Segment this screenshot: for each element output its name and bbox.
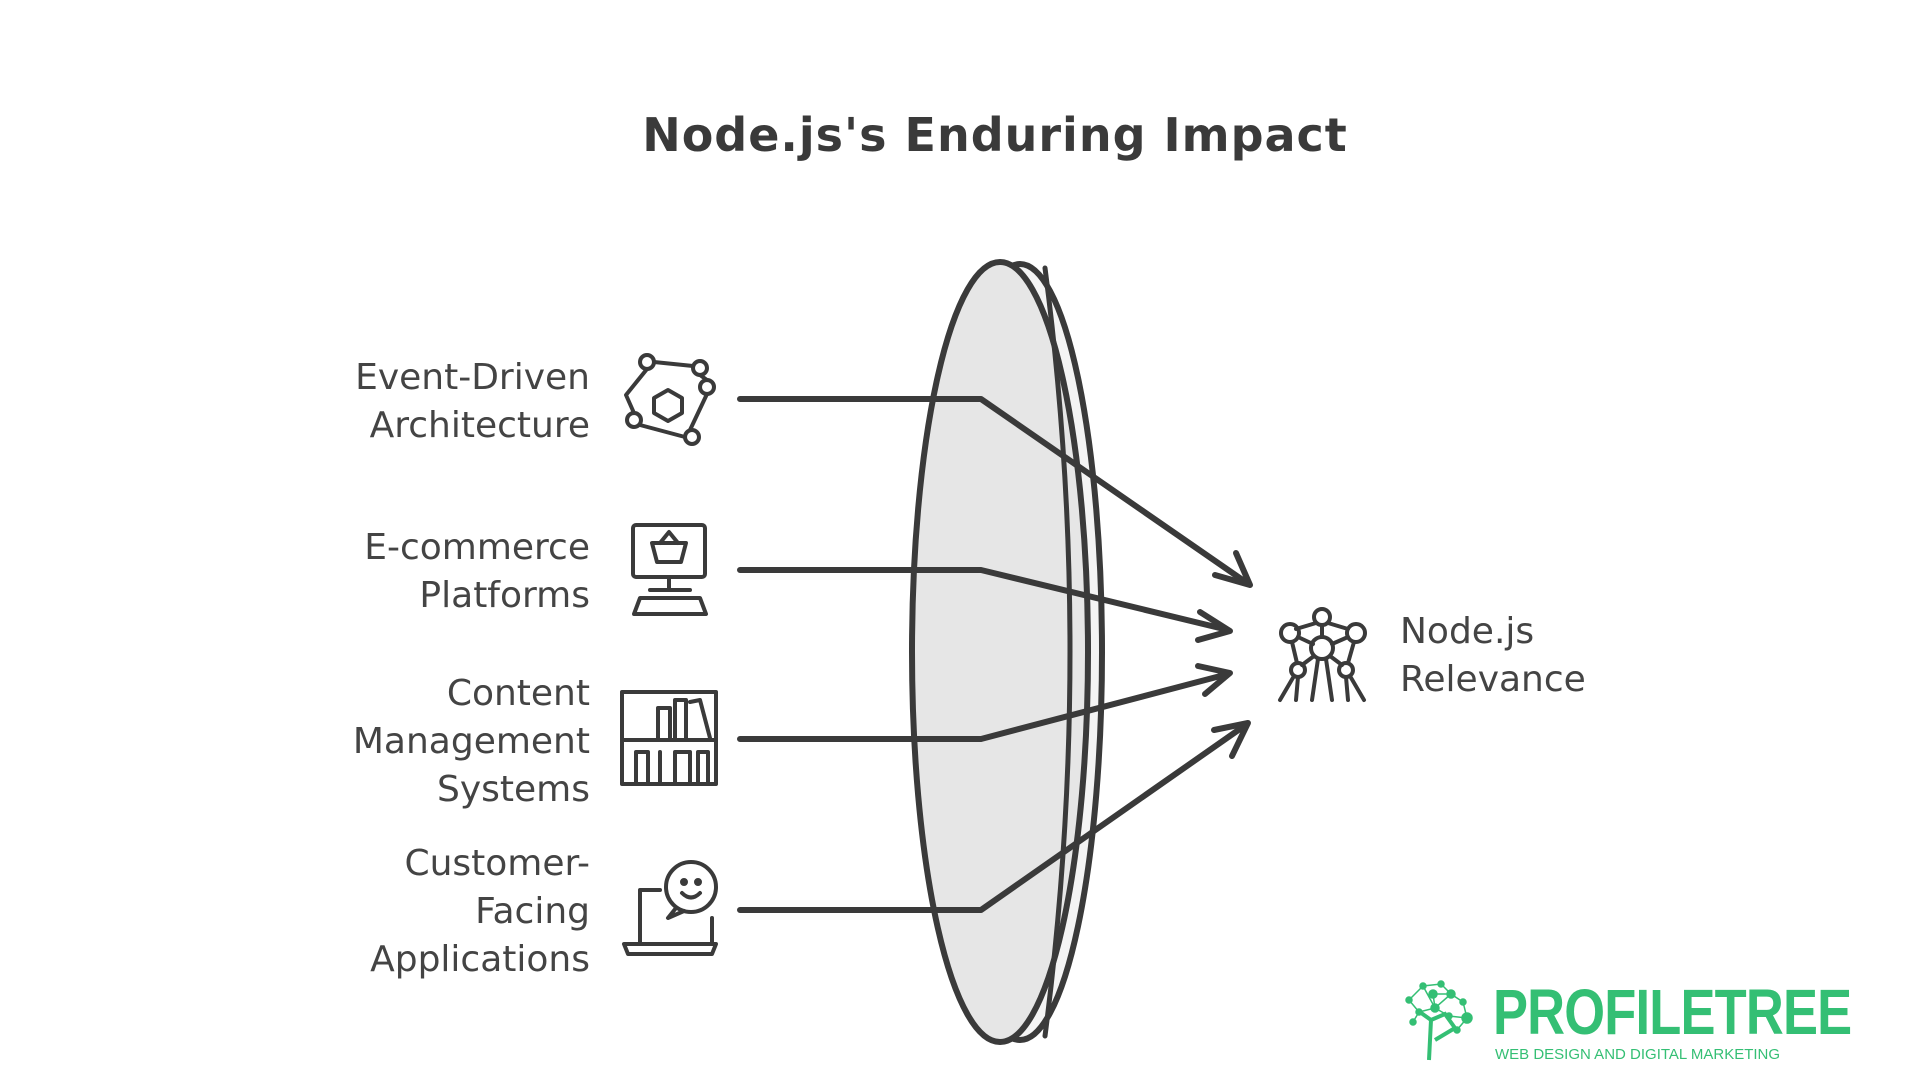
arrows	[737, 396, 1253, 913]
label-line: Relevance	[1400, 659, 1586, 700]
label-line: Node.js	[1400, 611, 1535, 652]
input-label-event-driven-architecture: Event-Driven Architecture	[355, 354, 590, 450]
label-line: Event-Driven	[355, 357, 590, 398]
logo-tagline: WEB DESIGN AND DIGITAL MARKETING	[1495, 1046, 1781, 1063]
label-line: Systems	[437, 769, 590, 810]
label-line: Architecture	[369, 405, 590, 446]
lens-icon	[909, 259, 1105, 1045]
output-label-nodejs-relevance: Node.js Relevance	[1400, 608, 1586, 704]
computer-shopping-basket-icon	[631, 523, 708, 616]
arrow-customer	[737, 721, 1250, 913]
label-line: Platforms	[419, 575, 590, 616]
tree-network-icon	[1405, 980, 1473, 1061]
diagram-title: Node.js's Enduring Impact	[642, 108, 1348, 162]
atomium-structure-icon	[1278, 607, 1367, 702]
label-line: Applications	[370, 939, 590, 980]
logo-name: PROFILETREE	[1493, 976, 1852, 1048]
profiletree-logo: PROFILETREE WEB DESIGN AND DIGITAL MARKE…	[1405, 980, 1852, 1066]
label-line: Content	[446, 673, 590, 714]
label-line: Management	[352, 721, 590, 762]
label-line: E-commerce	[364, 527, 590, 568]
label-line: Customer-	[404, 843, 590, 884]
arrow-event-driven	[737, 396, 1250, 586]
laptop-chat-smiley-icon	[622, 860, 718, 956]
label-line: Facing	[475, 891, 590, 932]
arrow-ecommerce	[737, 567, 1231, 633]
arrow-cms	[737, 671, 1231, 742]
input-label-customer-facing-applications: Customer- Facing Applications	[370, 840, 590, 984]
input-label-ecommerce-platforms: E-commerce Platforms	[364, 524, 590, 620]
input-label-content-management-systems: Content Management Systems	[353, 670, 590, 814]
bookshelf-icon	[620, 690, 718, 786]
network-nodes-icon	[624, 353, 716, 446]
